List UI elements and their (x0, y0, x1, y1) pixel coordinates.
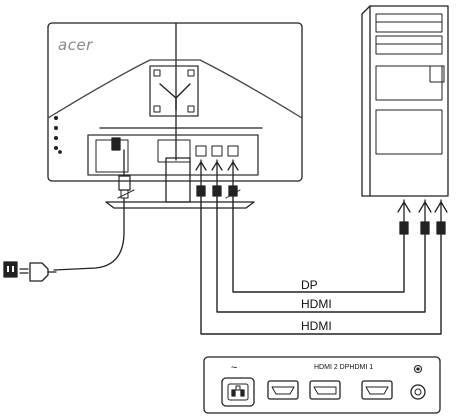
cable-label-hdmi: HDMI (301, 319, 332, 333)
power-outlet-icon (221, 377, 255, 407)
cable-label-dp: DP (301, 278, 318, 292)
displayport-icon (309, 380, 341, 400)
hdmi-port-icon (361, 380, 393, 400)
pc-cable-connectors (397, 199, 448, 235)
pc-tower (361, 5, 449, 197)
power-symbol-label: ~ (231, 362, 238, 374)
monitor-back (47, 22, 303, 209)
monitor-cable-connectors (195, 159, 239, 197)
power-cable (53, 149, 131, 271)
port-labels: HDMI 2 DPHDMI 1 (314, 364, 374, 371)
video-cables (200, 195, 442, 335)
hdmi-port-icon (267, 380, 299, 400)
brand-logo: acer (58, 36, 93, 54)
port-panel (203, 356, 441, 414)
power-plug-icon (3, 261, 57, 282)
cable-label-hdmi: HDMI (301, 297, 332, 311)
audio-jack-icon (410, 364, 426, 400)
